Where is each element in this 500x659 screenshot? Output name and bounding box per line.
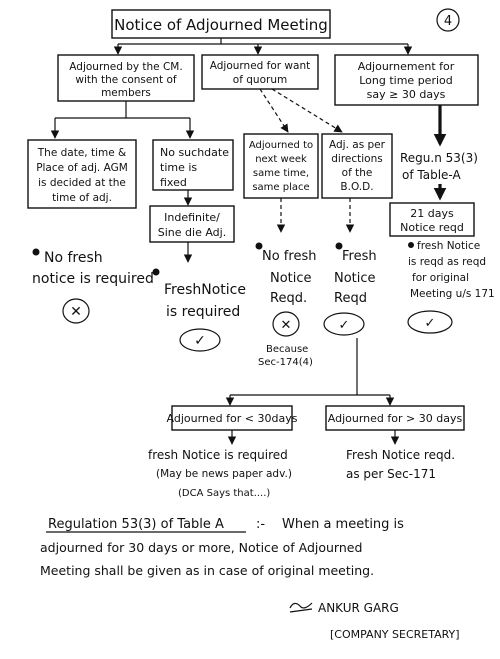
indefinite-result-line-2: is required bbox=[166, 304, 240, 320]
long-period-line-1: Adjournement for bbox=[358, 60, 455, 73]
next-week-note-line-1: Because bbox=[266, 344, 308, 355]
indefinite-box bbox=[149, 205, 235, 243]
next-week-cross-icon: ✕ bbox=[281, 318, 292, 333]
indefinite-mark-oval bbox=[179, 328, 221, 352]
bullet-decided bbox=[32, 248, 40, 256]
signature-scribble bbox=[289, 602, 313, 613]
less-30-label: Adjourned for < 30days bbox=[167, 412, 298, 425]
bullet-indefinite bbox=[152, 268, 160, 276]
decided-line-1: The date, time & bbox=[37, 147, 126, 159]
decided-line-2: Place of adj. AGM bbox=[36, 162, 128, 174]
next-week-result-line-3: Reqd. bbox=[270, 291, 307, 306]
bod-result-line-1: Fresh bbox=[342, 249, 377, 264]
days-line-1: 21 days bbox=[410, 207, 454, 220]
decided-mark-circle bbox=[62, 298, 90, 324]
indefinite-result-line-1: FreshNotice bbox=[164, 282, 246, 298]
bod-line-1: Adj. as per bbox=[329, 139, 386, 151]
more-30-result-line-1: Fresh Notice reqd. bbox=[346, 448, 455, 462]
days-result-line-2: is reqd as reqd bbox=[408, 256, 486, 268]
less-30-result-line-1: fresh Notice is required bbox=[148, 448, 288, 462]
next-week-line-3: same time, bbox=[253, 168, 309, 179]
bullet-days bbox=[408, 242, 414, 248]
next-week-line-1: Adjourned to bbox=[249, 140, 313, 151]
decided-result-line-1: No fresh bbox=[44, 250, 103, 266]
long-period-box bbox=[334, 54, 479, 106]
not-fixed-line-2: time is bbox=[160, 161, 197, 174]
bod-result-line-2: Notice bbox=[334, 271, 376, 286]
more-30-label: Adjourned for > 30 days bbox=[328, 412, 463, 425]
bod-result-line-3: Reqd bbox=[334, 291, 367, 306]
signature-designation: [COMPANY SECRETARY] bbox=[330, 628, 460, 641]
less-30-result-line-2: (May be news paper adv.) bbox=[156, 468, 292, 480]
decided-line-4: time of adj. bbox=[52, 192, 112, 204]
not-fixed-line-1: No suchdate bbox=[160, 146, 229, 159]
long-period-line-3: say ≥ 30 days bbox=[367, 88, 446, 101]
not-fixed-line-3: fixed bbox=[160, 176, 187, 189]
page-number-circle bbox=[436, 8, 460, 32]
quorum-line-2: of quorum bbox=[233, 74, 287, 86]
days-mark-oval bbox=[407, 310, 453, 334]
next-week-result-line-1: No fresh bbox=[262, 249, 316, 264]
cm-consent-line-3: members bbox=[101, 87, 151, 99]
signature-name: ANKUR GARG bbox=[318, 601, 399, 615]
footnote-line-1: When a meeting is bbox=[282, 517, 404, 532]
cm-consent-line-2: with the consent of bbox=[75, 74, 176, 86]
indefinite-line-1: Indefinite/ bbox=[164, 211, 220, 224]
long-period-line-2: Long time period bbox=[359, 74, 453, 87]
bod-line-3: of the bbox=[342, 167, 373, 179]
days-check-icon: ✓ bbox=[425, 316, 436, 331]
bod-check-icon: ✓ bbox=[339, 318, 350, 333]
next-week-line-2: next week bbox=[255, 154, 307, 165]
more-30-result-line-2: as per Sec-171 bbox=[346, 467, 436, 481]
indefinite-check-icon: ✓ bbox=[194, 333, 206, 349]
bod-mark-oval bbox=[323, 312, 365, 336]
cm-consent-line-1: Adjourned by the CM. bbox=[69, 61, 182, 73]
footnote-line-3: Meeting shall be given as in case of ori… bbox=[40, 563, 374, 578]
next-week-note-line-2: Sec-174(4) bbox=[258, 357, 313, 368]
bullet-bod bbox=[335, 242, 343, 250]
quorum-line-1: Adjourned for want bbox=[210, 60, 310, 72]
next-week-result-line-2: Notice bbox=[270, 271, 312, 286]
less-30-result-line-3: (DCA Says that....) bbox=[178, 488, 270, 499]
days-result-line-4: Meeting u/s 171 bbox=[410, 288, 495, 300]
indefinite-line-2: Sine die Adj. bbox=[158, 226, 226, 239]
footnote-heading: Regulation 53(3) of Table A bbox=[48, 517, 224, 532]
decided-box bbox=[27, 139, 137, 209]
decided-result-line-2: notice is required bbox=[32, 271, 154, 287]
decided-line-3: is decided at the bbox=[38, 177, 126, 189]
days-box bbox=[389, 202, 475, 237]
days-line-2: Notice reqd bbox=[400, 221, 464, 234]
diagram-title: Notice of Adjourned Meeting bbox=[114, 16, 328, 34]
regulation-line-1: Regu.n 53(3) bbox=[400, 151, 478, 165]
bod-line-4: B.O.D. bbox=[340, 181, 373, 193]
next-week-mark-circle bbox=[272, 311, 300, 337]
page-number: 4 bbox=[444, 14, 452, 29]
days-result-line-1: fresh Notice bbox=[417, 240, 480, 252]
footnote-line-2: adjourned for 30 days or more, Notice of… bbox=[40, 540, 362, 555]
footnote-separator: :- bbox=[256, 517, 265, 532]
days-result-line-3: for original bbox=[412, 272, 469, 284]
not-fixed-box bbox=[152, 139, 234, 191]
bod-line-2: directions bbox=[331, 153, 383, 165]
bullet-next-week bbox=[255, 242, 263, 250]
decided-cross-icon: ✕ bbox=[70, 304, 82, 320]
bod-box bbox=[321, 133, 393, 199]
regulation-line-2: of Table-A bbox=[402, 168, 461, 182]
next-week-line-4: same place bbox=[252, 182, 309, 193]
